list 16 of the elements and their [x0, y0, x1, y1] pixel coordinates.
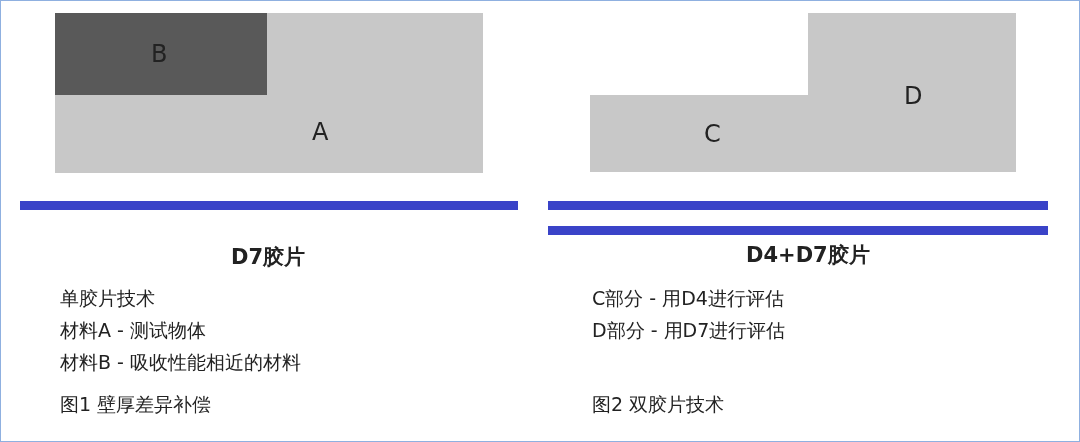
material-block	[55, 13, 483, 173]
figure-caption: 图2 双胶片技术	[592, 393, 725, 416]
description-text: 材料B - 吸收性能相近的材料	[60, 351, 301, 374]
description-text: C部分 - 用D4进行评估	[592, 287, 784, 310]
description-text: 单胶片技术	[60, 287, 155, 310]
thin-section-block	[590, 95, 808, 172]
block-label: C	[704, 122, 721, 146]
film-caption: D4+D7胶片	[746, 243, 870, 269]
thick-section-block	[808, 13, 1016, 172]
film-caption: D7胶片	[231, 245, 306, 271]
block-label: D	[904, 84, 923, 108]
figure-caption: 图1 壁厚差异补偿	[60, 393, 212, 416]
absorber-block	[55, 13, 267, 95]
description-text: 材料A - 测试物体	[60, 319, 206, 342]
description-text: D部分 - 用D7进行评估	[592, 319, 786, 342]
block-label: A	[312, 120, 329, 144]
